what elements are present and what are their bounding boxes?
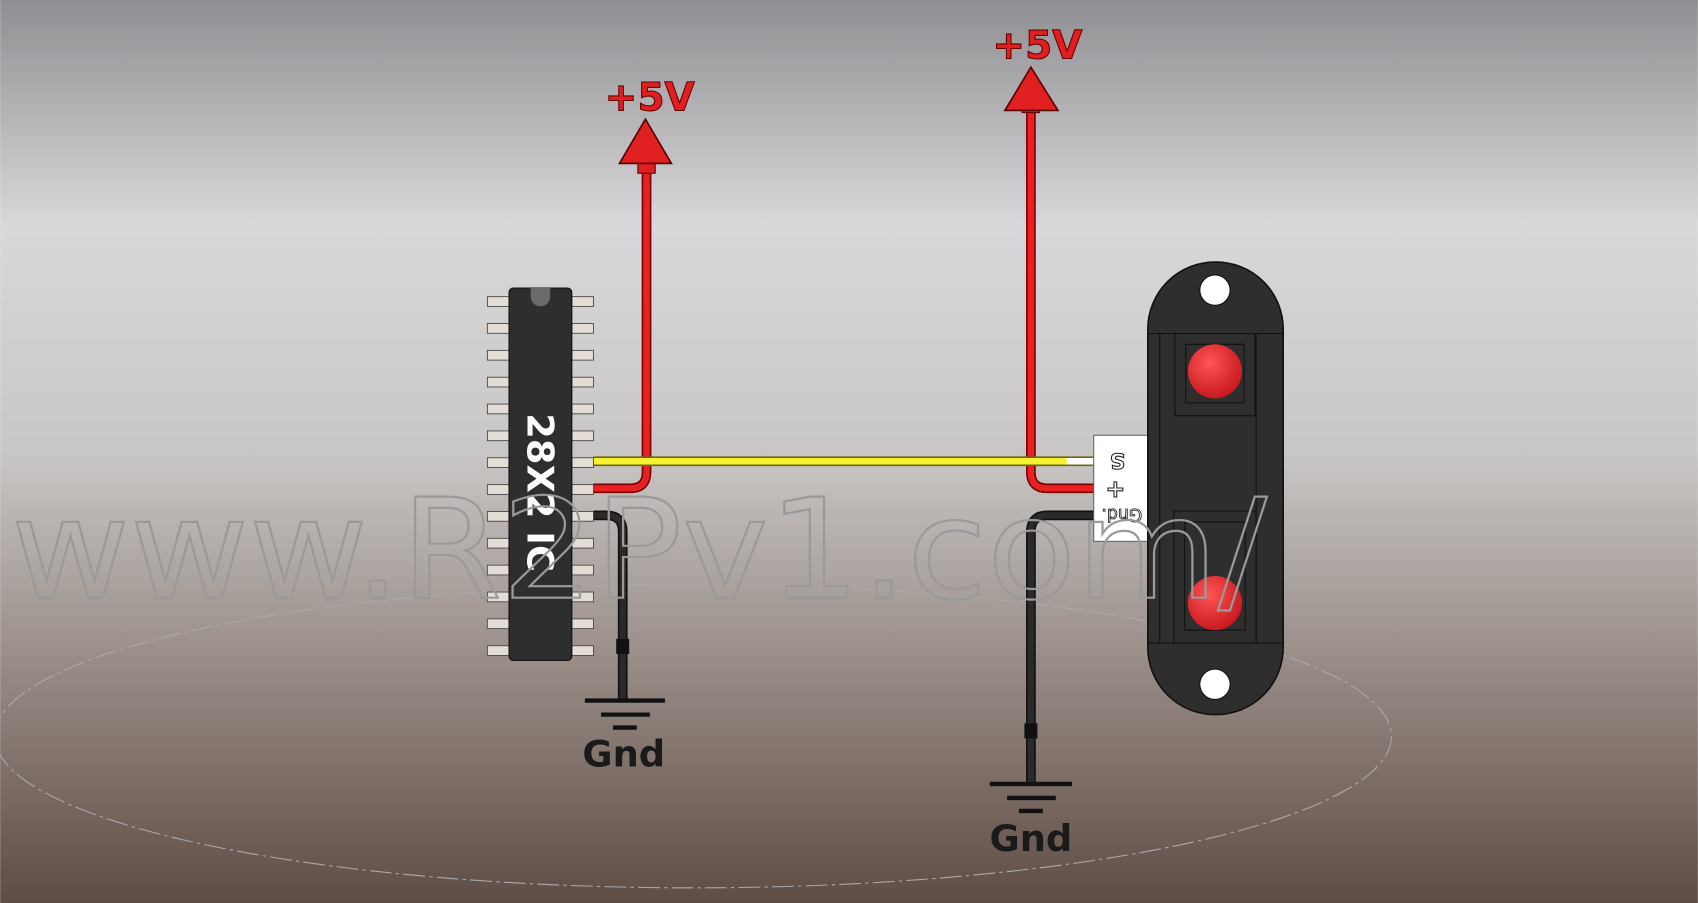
mount-hole <box>1199 274 1231 306</box>
power-label-2: +5V <box>992 23 1082 68</box>
ic-pin-right <box>571 349 594 361</box>
ic-pin-right <box>571 430 594 442</box>
ground-wire-1 <box>593 510 630 700</box>
ir-sensor-module <box>1147 261 1284 716</box>
ground-label-2: Gnd <box>990 817 1073 860</box>
mount-hole <box>1199 668 1231 700</box>
ic-pin-left <box>486 430 510 442</box>
power-wire-2 <box>1026 108 1094 494</box>
ic-pin-right <box>571 645 594 656</box>
ground-wire-2 <box>1024 510 1094 782</box>
ic-pin-right <box>571 403 594 415</box>
receiver-led <box>1187 576 1243 631</box>
ic-pin-right <box>571 296 594 307</box>
connector-pin-gnd: Gnd. <box>1101 504 1142 524</box>
ic-pin-left <box>486 457 510 468</box>
ic-pin-right <box>571 457 594 468</box>
power-label-1: +5V <box>605 75 695 120</box>
construction-line <box>0 584 1392 889</box>
emitter-led <box>1187 344 1243 399</box>
ground-label-1: Gnd <box>582 733 665 776</box>
ic-pin-left <box>486 645 510 656</box>
ic-pin-left <box>486 296 510 307</box>
ic-label: 28X2 IC <box>518 413 561 572</box>
sensor-connector: S + Gnd. <box>1093 434 1149 542</box>
ic-pin-left <box>486 349 510 361</box>
ground-symbol-icon <box>989 781 1073 814</box>
power-arrow-icon: +5V <box>604 75 695 174</box>
ic-pin-right <box>571 376 594 388</box>
ground-symbol-icon <box>584 698 665 730</box>
connector-pin-plus: + <box>1105 475 1125 503</box>
ic-pin-left <box>486 323 510 334</box>
ic-pin-left <box>486 403 510 415</box>
power-arrow-icon: +5V <box>992 23 1083 114</box>
connector-pin-signal: S <box>1110 448 1126 473</box>
watermark: www.R2Pv1.com/ <box>11 469 1267 631</box>
ic-chip: 28X2 IC <box>486 287 594 662</box>
power-wire-1 <box>593 171 652 494</box>
ic-pin-left <box>486 376 510 388</box>
ic-pin-right <box>571 323 594 334</box>
